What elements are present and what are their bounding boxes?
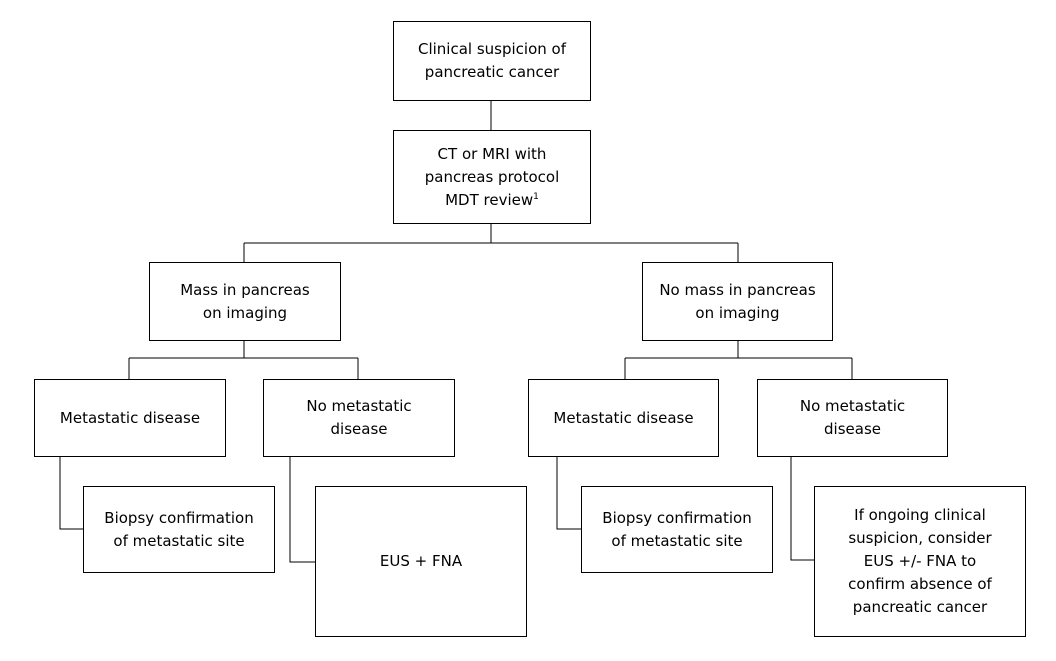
clinical-suspicion-line-1: Clinical suspicion of — [417, 40, 566, 58]
eus-fna-line-1: EUS + FNA — [379, 552, 463, 570]
nomass-no-metastatic-line-2: disease — [824, 420, 881, 438]
nomass-no-metastatic-disease-box: No metastatic disease — [757, 379, 948, 457]
connector-to-ongoing-suspicion — [790, 456, 815, 561]
mass-metastatic-line-1: Metastatic disease — [59, 408, 201, 427]
mass-no-metastatic-disease-box: No metastatic disease — [263, 379, 455, 457]
connector-to-biopsy-left — [59, 456, 84, 530]
mass-in-pancreas-box: Mass in pancreas on imaging — [149, 262, 341, 341]
ongoing-suspicion-box: If ongoing clinical suspicion, consider … — [814, 486, 1026, 637]
nomass-metastatic-line-1: Metastatic disease — [553, 408, 694, 427]
clinical-suspicion-line-2: pancreatic cancer — [424, 63, 560, 81]
biopsy-left-line-1: Biopsy confirmation — [104, 508, 254, 527]
connector-to-biopsy-right — [556, 456, 582, 530]
no-mass-line-1: No mass in pancreas — [659, 280, 816, 299]
biopsy-confirmation-right-box: Biopsy confirmation of metastatic site — [581, 486, 773, 573]
biopsy-right-line-2: of metastatic site — [611, 531, 743, 550]
no-mass-in-pancreas-box: No mass in pancreas on imaging — [642, 262, 833, 341]
connector-to-eus-fna — [289, 456, 316, 563]
no-mass-line-2: on imaging — [695, 303, 780, 322]
mass-metastatic-disease-box: Metastatic disease — [34, 379, 226, 457]
ct-mri-line-2: pancreas protocol — [424, 167, 560, 186]
ongoing-line-4: confirm absence of — [848, 575, 992, 593]
biopsy-left-line-2: of metastatic site — [113, 531, 245, 550]
ongoing-line-5: pancreatic cancer — [852, 598, 988, 616]
ongoing-line-2: suspicion, consider — [848, 529, 992, 547]
footnote-marker: 1 — [533, 191, 539, 202]
ct-mri-line-1: CT or MRI with — [437, 144, 547, 163]
mass-line-2: on imaging — [202, 303, 288, 322]
nomass-no-metastatic-line-1: No metastatic — [799, 397, 906, 415]
ct-mri-box: CT or MRI with pancreas protocol MDT rev… — [393, 130, 591, 224]
biopsy-right-line-1: Biopsy confirmation — [602, 508, 752, 527]
biopsy-confirmation-left-box: Biopsy confirmation of metastatic site — [83, 486, 275, 573]
clinical-suspicion-box: Clinical suspicion of pancreatic cancer — [393, 21, 591, 101]
mass-line-1: Mass in pancreas — [180, 280, 310, 299]
mdt-review-text: MDT review — [445, 190, 534, 209]
ongoing-line-3: EUS +/- FNA to — [863, 552, 977, 570]
mass-no-metastatic-line-2: disease — [330, 420, 388, 438]
mass-no-metastatic-line-1: No metastatic — [306, 397, 412, 415]
mdt-review-line: MDT review1 — [445, 189, 539, 212]
ongoing-line-1: If ongoing clinical — [854, 506, 986, 524]
eus-fna-box: EUS + FNA — [315, 486, 527, 637]
nomass-metastatic-disease-box: Metastatic disease — [528, 379, 719, 457]
